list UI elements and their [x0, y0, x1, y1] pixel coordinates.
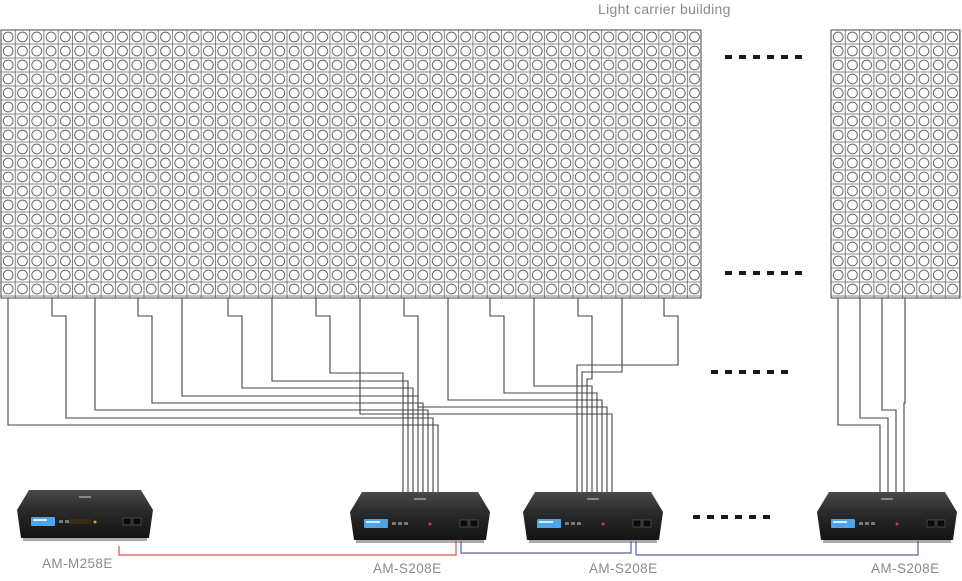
slave-controller-3-ethernet-port	[926, 519, 936, 528]
slave-controller-2-ethernet-port	[632, 519, 642, 528]
slave-controller-2-button	[577, 522, 581, 525]
led-panel-main	[0, 29, 702, 299]
device-label-slave-3: AM-S208E	[871, 561, 940, 576]
master-controller-base	[23, 538, 147, 541]
cable-b7	[581, 298, 623, 497]
slave-controller-3-button	[859, 522, 863, 525]
master-controller-button	[65, 520, 69, 523]
slave-controller-2-button	[571, 522, 575, 525]
device-label-master: AM-M258E	[42, 556, 113, 571]
master-controller-logo-icon	[79, 496, 91, 498]
slave-controller-2-logo-icon	[587, 498, 599, 500]
slave-controller-1-lcd-screen	[364, 519, 388, 528]
dots-top	[725, 55, 802, 59]
slave-controller-3-button	[865, 522, 869, 525]
cable-b2	[403, 298, 608, 497]
slave-controller-2-button	[565, 522, 569, 525]
device-label-slave-1: AM-S208E	[373, 561, 442, 576]
cable-b3	[447, 298, 603, 497]
master-controller	[17, 490, 153, 541]
slave-controller-2-top	[523, 492, 663, 512]
cable-a3	[94, 298, 429, 497]
slave-controller-1-button	[392, 522, 396, 525]
slave-link-cable-2	[635, 541, 919, 556]
cable-b8	[576, 298, 679, 497]
slave-controller-1-top	[350, 492, 490, 512]
master-controller-sd-slot	[69, 519, 91, 524]
cable-b4	[489, 298, 598, 497]
led-panel-last	[830, 29, 961, 299]
slave-controller-2-lcd-screen	[537, 519, 561, 528]
slave-controller-2-ethernet-port	[642, 519, 652, 528]
master-link-cable	[118, 541, 457, 556]
network-links	[118, 541, 919, 556]
slave-controller-2-base	[529, 540, 657, 543]
dots-middle	[725, 271, 802, 275]
master-controller-top	[17, 490, 153, 510]
master-controller-lcd-text	[33, 519, 47, 521]
cable-c2	[859, 298, 889, 497]
cable-c4	[903, 298, 906, 497]
slave-controller-3-logo-icon	[881, 498, 893, 500]
cable-a8	[315, 298, 404, 497]
cable-b1	[359, 298, 613, 497]
slave-controller-1-ethernet-port	[469, 519, 479, 528]
signal-cables	[7, 298, 906, 497]
dots-devices	[693, 515, 770, 519]
slave-controller-3-status-led	[895, 522, 899, 526]
master-controller-ethernet-port	[132, 517, 142, 526]
slave-controller-2-status-led	[601, 522, 605, 526]
slave-controller-1-logo-icon	[414, 498, 426, 500]
slave-controller-3-button	[871, 522, 875, 525]
cable-a5	[181, 298, 419, 497]
cable-c1	[837, 298, 881, 497]
slave-link-cable-1	[460, 541, 632, 554]
slave-controller-3-base	[823, 540, 951, 543]
master-controller-button	[59, 520, 63, 523]
slave-controller-3	[817, 492, 957, 543]
slave-controller-1-ethernet-port	[459, 519, 469, 528]
slave-controller-3-lcd-screen	[831, 519, 855, 528]
cable-a4	[137, 298, 424, 497]
slave-controller-3-lcd-text	[833, 521, 847, 523]
diagram-title: Light carrier building	[598, 1, 731, 17]
slave-controller-1	[350, 492, 490, 543]
cable-a1	[7, 298, 439, 497]
master-controller-ethernet-port	[122, 517, 132, 526]
cable-b5	[533, 298, 593, 497]
slave-controller-2	[523, 492, 663, 543]
continuation-dots	[693, 55, 802, 519]
master-controller-status-led	[93, 520, 97, 524]
cable-c3	[881, 298, 897, 497]
cable-b6	[577, 298, 593, 497]
slave-controller-1-lcd-text	[366, 521, 380, 523]
slave-controller-3-top	[817, 492, 957, 512]
device-label-slave-2: AM-S208E	[589, 561, 658, 576]
cable-a7	[271, 298, 409, 497]
controllers	[17, 490, 957, 543]
cable-a6	[227, 298, 414, 497]
dots-wires	[711, 370, 788, 374]
slave-controller-1-base	[356, 540, 484, 543]
slave-controller-1-button	[398, 522, 402, 525]
slave-controller-3-ethernet-port	[936, 519, 946, 528]
cable-a2	[51, 298, 434, 497]
slave-controller-1-button	[404, 522, 408, 525]
slave-controller-2-lcd-text	[539, 521, 553, 523]
master-controller-lcd-screen	[31, 517, 55, 526]
slave-controller-1-status-led	[428, 522, 432, 526]
